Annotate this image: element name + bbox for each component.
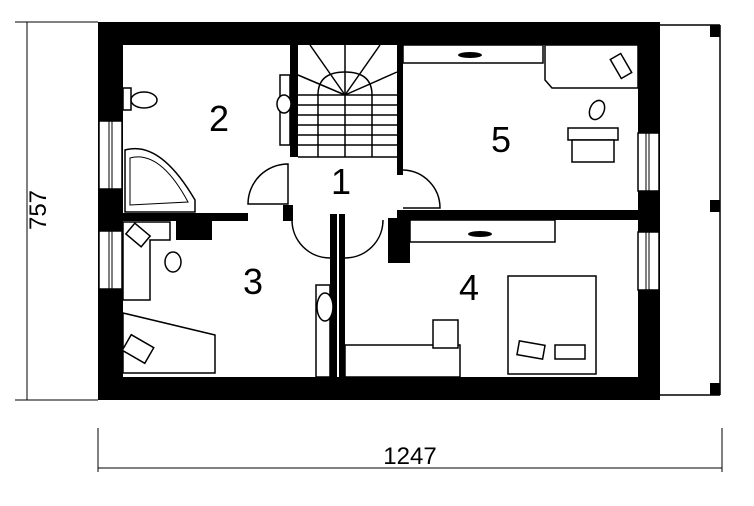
height-label: 757 — [25, 190, 52, 230]
balcony — [660, 24, 721, 396]
width-label: 1247 — [383, 443, 436, 470]
room-4-label: 4 — [459, 267, 479, 308]
interior-walls — [123, 45, 638, 377]
room-1-label: 1 — [331, 161, 351, 202]
room-3-label: 3 — [243, 261, 263, 302]
room3-furniture — [121, 221, 334, 378]
room4-furniture — [344, 219, 597, 378]
staircase — [297, 44, 398, 158]
width-dimension: 1247 — [97, 428, 723, 472]
room-5-label: 5 — [491, 119, 511, 160]
room5-furniture — [402, 44, 639, 163]
doors — [247, 163, 441, 259]
room-2-label: 2 — [209, 98, 229, 139]
bathroom-fixtures — [122, 74, 292, 213]
height-dimension: 757 — [15, 21, 98, 401]
windows — [98, 120, 660, 291]
